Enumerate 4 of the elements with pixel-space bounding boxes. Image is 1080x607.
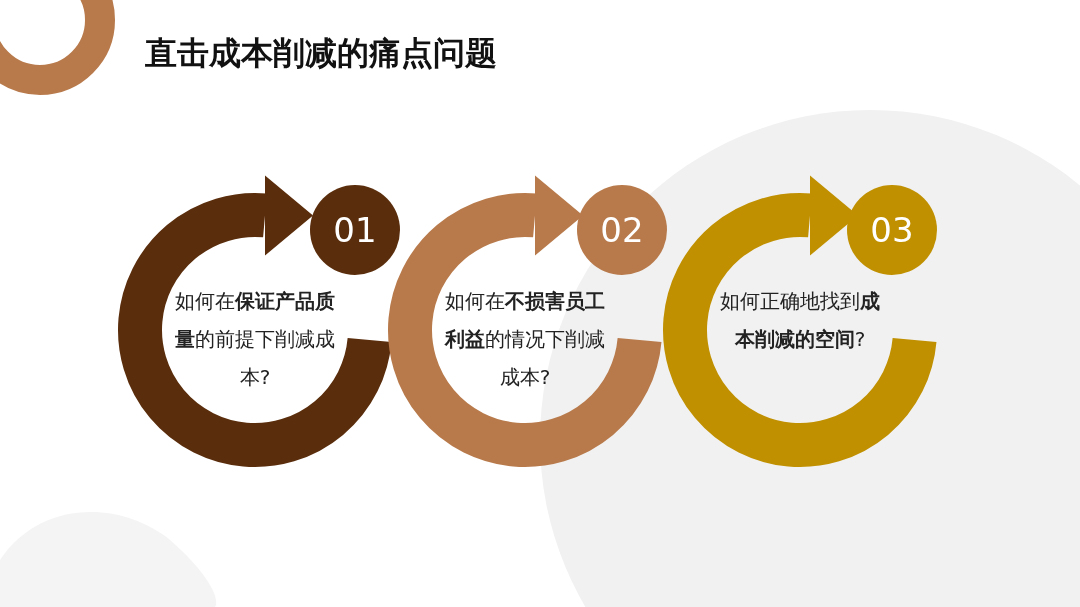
slide-title: 直击成本削减的痛点问题 [145,33,497,74]
question-text: 如何在不损害员工利益的情况下削减成本? [443,282,607,396]
question-text: 如何正确地找到成本削减的空间? [718,282,882,358]
question-text: 如何在保证产品质量的前提下削减成本? [173,282,337,396]
